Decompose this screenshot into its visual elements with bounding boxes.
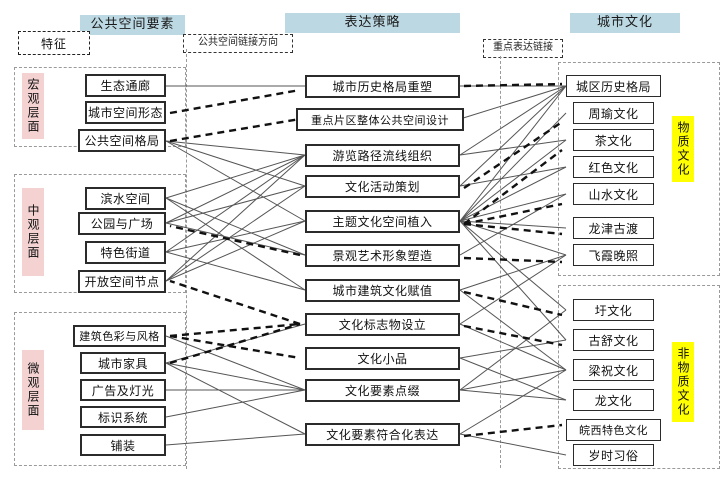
culture-node-tea[interactable]: 茶文化 <box>573 129 654 151</box>
legend-link-direction: 公共空间链接方向 <box>183 34 293 53</box>
culture-node-longjin-ferry[interactable]: 龙津古渡 <box>573 217 654 239</box>
node-waterfront-space[interactable]: 滨水空间 <box>85 187 166 210</box>
culture-node-seasonal-customs[interactable]: 岁时习俗 <box>573 444 654 466</box>
column-header-city-culture: 城市文化 <box>570 13 680 33</box>
strategy-node-5[interactable]: 景观艺术形象塑造 <box>305 244 460 267</box>
strategy-node-7[interactable]: 文化标志物设立 <box>305 313 460 336</box>
culture-node-gushu[interactable]: 古舒文化 <box>573 329 654 351</box>
culture-node-historic-urban-pattern[interactable]: 城区历史格局 <box>566 75 661 97</box>
group-label-micro: 微观层面 <box>22 350 44 430</box>
node-building-color-style[interactable]: 建筑色彩与风格 <box>73 325 166 347</box>
node-eco-corridor[interactable]: 生态通廊 <box>85 74 166 97</box>
strategy-node-1[interactable]: 重点片区整体公共空间设计 <box>296 108 464 131</box>
node-open-space-node[interactable]: 开放空间节点 <box>78 270 166 293</box>
key-link-boundary <box>500 56 501 468</box>
strategy-node-6[interactable]: 城市建筑文化赋值 <box>305 279 460 302</box>
node-characteristic-street[interactable]: 特色街道 <box>85 241 166 264</box>
legend-key-link: 重点表达链接 <box>483 39 563 58</box>
node-public-space-pattern[interactable]: 公共空间格局 <box>78 129 166 152</box>
culture-node-wanxi-characteristic[interactable]: 皖西特色文化 <box>566 419 661 441</box>
strategy-node-3[interactable]: 文化活动策划 <box>305 175 460 198</box>
link-direction-boundary <box>186 49 187 469</box>
node-urban-spatial-form[interactable]: 城市空间形态 <box>85 101 166 124</box>
group-label-macro: 宏观层面 <box>22 73 44 139</box>
culture-node-feixia-sunset[interactable]: 飞霞晚照 <box>573 244 654 266</box>
culture-node-zhouyu[interactable]: 周瑜文化 <box>573 102 654 124</box>
column-header-public-space: 公共空间要素 <box>80 15 185 35</box>
strategy-node-2[interactable]: 游览路径流线组织 <box>305 144 460 167</box>
culture-label-immaterial: 非物质文化 <box>672 342 694 422</box>
culture-node-red[interactable]: 红色文化 <box>573 156 654 178</box>
node-advertising-lighting[interactable]: 广告及灯光 <box>80 379 166 401</box>
culture-node-wei[interactable]: 圩文化 <box>573 299 654 321</box>
culture-label-material: 物质文化 <box>672 116 694 182</box>
strategy-node-9[interactable]: 文化要素点缀 <box>305 379 460 402</box>
node-park-and-square[interactable]: 公园与广场 <box>78 212 166 235</box>
strategy-node-4[interactable]: 主题文化空间植入 <box>305 210 460 233</box>
node-street-furniture[interactable]: 城市家具 <box>80 352 166 374</box>
feature-tag: 特征 <box>18 31 90 55</box>
culture-node-landscape[interactable]: 山水文化 <box>573 183 654 205</box>
culture-node-dragon[interactable]: 龙文化 <box>573 389 654 411</box>
strategy-node-8[interactable]: 文化小品 <box>305 347 460 370</box>
node-paving[interactable]: 铺装 <box>80 434 166 456</box>
culture-node-liangzhu[interactable]: 梁祝文化 <box>573 359 654 381</box>
column-header-strategy: 表达策略 <box>285 13 460 33</box>
strategy-node-10[interactable]: 文化要素符合化表达 <box>305 423 460 446</box>
node-signage-system[interactable]: 标识系统 <box>80 406 166 428</box>
group-label-meso: 中观层面 <box>22 188 44 276</box>
strategy-node-0[interactable]: 城市历史格局重塑 <box>305 75 460 98</box>
